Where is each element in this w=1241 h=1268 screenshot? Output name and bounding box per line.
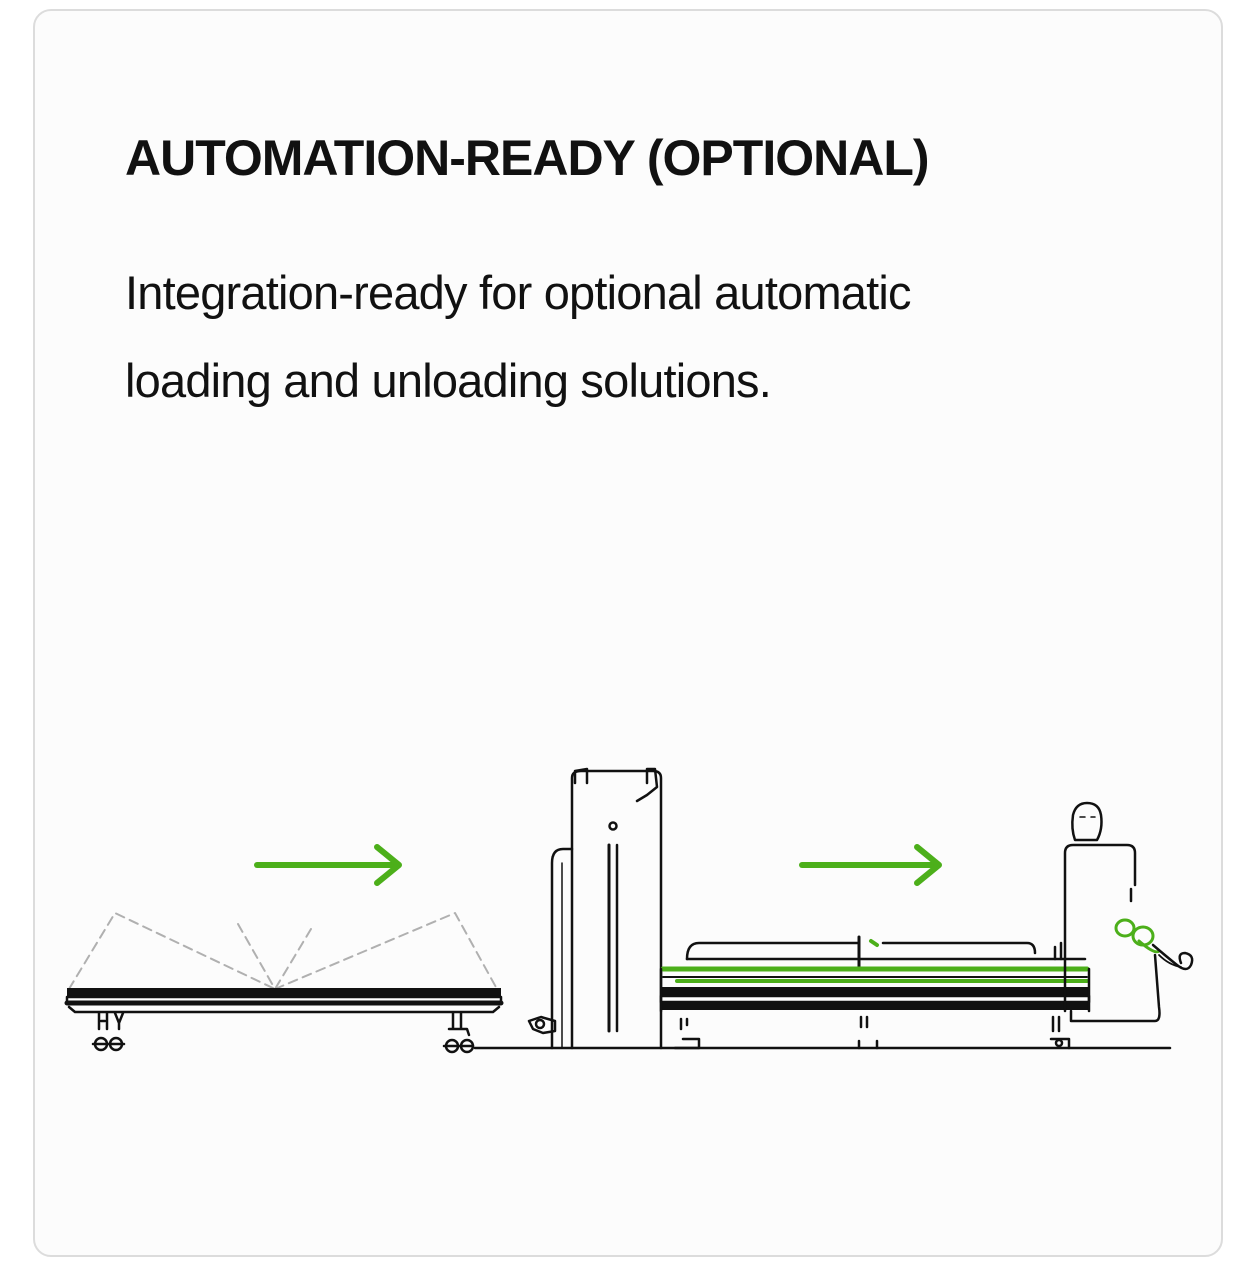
arrow-right-icon [254, 844, 402, 886]
arrow-right-icon [799, 844, 942, 886]
loading-system-illustration [64, 767, 1194, 1054]
card-title: AUTOMATION-READY (OPTIONAL) [125, 130, 930, 186]
cutting-table [659, 935, 1091, 1050]
feature-card: AUTOMATION-READY (OPTIONAL) Integration-… [33, 9, 1223, 1257]
operator-figure [1063, 801, 1194, 1023]
loader-tower [527, 767, 663, 1050]
loading-cart [64, 912, 504, 1054]
card-description: Integration-ready for optional automatic… [125, 266, 912, 407]
dashed-motion-lines [68, 912, 498, 990]
cart-top-bar [67, 988, 501, 997]
